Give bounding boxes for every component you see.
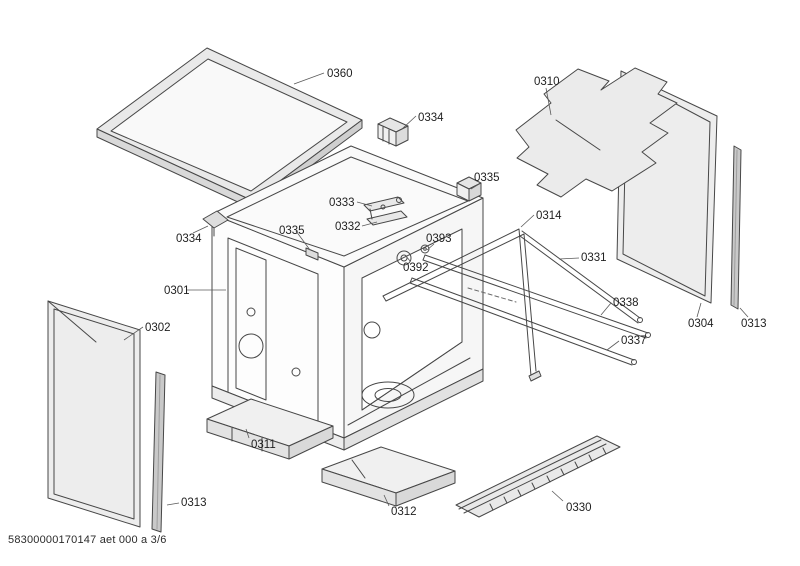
part-label-0312: 0312 [391, 506, 417, 518]
part-threshold-strip-0330 [455, 435, 621, 518]
part-grommet-0392 [396, 250, 412, 266]
part-label-0332: 0332 [335, 221, 361, 233]
part-labels: 0360 0334 0310 0335 0333 0332 0393 0314 … [145, 68, 767, 518]
part-base-panel-0312 [321, 446, 456, 507]
part-label-0360: 0360 [327, 68, 353, 80]
part-seal-strip-0313-right [730, 145, 742, 310]
part-label-0314: 0314 [536, 210, 562, 222]
part-door-panel-0302 [47, 300, 141, 528]
part-label-0330: 0330 [566, 502, 592, 514]
part-label-0304: 0304 [688, 318, 714, 330]
part-label-0313-left: 0313 [181, 497, 207, 509]
part-label-0335-right: 0335 [474, 172, 500, 184]
part-bracket-0334-left [202, 210, 229, 237]
part-rack-frame-0314 [382, 228, 542, 382]
part-label-0311: 0311 [251, 439, 276, 451]
part-rail-0331 [519, 230, 643, 324]
part-seal-strip-0313-left [151, 371, 166, 533]
part-label-0333: 0333 [329, 197, 355, 209]
part-label-0337: 0337 [621, 335, 647, 347]
part-label-0334-left: 0334 [176, 233, 202, 245]
leader-lines [123, 72, 749, 507]
part-clip-0334-top [377, 117, 409, 147]
part-label-0331: 0331 [581, 252, 607, 264]
part-label-0302: 0302 [145, 322, 171, 334]
part-insulation-mat-0310 [515, 67, 678, 198]
part-label-0393: 0393 [426, 233, 452, 245]
part-hinge-0335-mid [305, 247, 319, 261]
part-rail-0337 [409, 277, 637, 366]
part-fastener-assembly-0332-0333 [363, 196, 408, 226]
part-rail-0338 [422, 254, 651, 339]
part-label-0301: 0301 [164, 285, 190, 297]
part-label-0334-top: 0334 [418, 112, 444, 124]
part-grommet-0393 [420, 244, 430, 254]
part-label-0338: 0338 [613, 297, 639, 309]
part-label-0392: 0392 [403, 262, 429, 274]
part-label-0313-right: 0313 [741, 318, 767, 330]
document-number: 58300000170147 aet 000 a 3/6 [8, 534, 167, 546]
part-top-panel-0360 [96, 47, 363, 210]
part-base-bracket-0311 [206, 398, 334, 460]
part-label-0310: 0310 [534, 76, 560, 88]
part-label-0335-mid: 0335 [279, 225, 305, 237]
